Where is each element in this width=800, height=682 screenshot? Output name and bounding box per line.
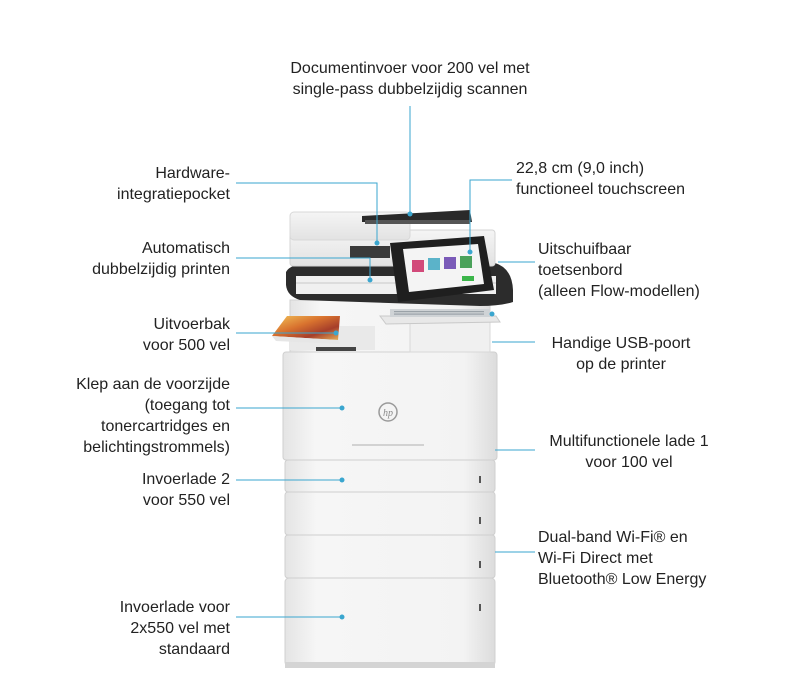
callout-wifi-line3: Bluetooth® Low Energy — [538, 571, 707, 588]
callout-output-line1: Uitvoerbak — [153, 316, 230, 333]
callout-tray2-line1: Invoerlade 2 — [141, 471, 230, 488]
callout-usb-line2: op de printer — [576, 356, 666, 373]
callout-usb-line1: Handige USB-poort — [551, 335, 691, 352]
callout-tray1-line2: voor 100 vel — [585, 454, 673, 471]
callout-front-line1: Klep aan de voorzijde — [76, 376, 230, 393]
callout-stand-line2: 2x550 vel met — [130, 620, 230, 637]
callout-stand-line3: standaard — [158, 641, 230, 658]
document-feeder — [362, 210, 472, 222]
callout-hip: Hardware- integratiepocket — [40, 163, 230, 205]
callout-output-line2: voor 500 vel — [142, 337, 230, 354]
tray-stand — [284, 577, 496, 667]
svg-text:hp: hp — [383, 408, 393, 419]
callout-wifi: Dual-band Wi-Fi® en Wi-Fi Direct met Blu… — [538, 527, 778, 590]
keyboard-tray — [379, 315, 501, 325]
callout-adf: Documentinvoer voor 200 vel met single-p… — [255, 58, 565, 100]
callout-duplex-line2: dubbelzijdig printen — [92, 261, 230, 278]
tray-2 — [284, 459, 496, 493]
callout-keyboard-line3: (alleen Flow-modellen) — [538, 283, 700, 300]
callout-lines — [236, 106, 535, 618]
callout-usb: Handige USB-poort op de printer — [536, 333, 706, 375]
tray-4 — [284, 534, 496, 579]
callout-tray2-line2: voor 550 vel — [142, 492, 230, 509]
callout-touch-line2: functioneel touchscreen — [516, 181, 685, 198]
output-page — [272, 316, 340, 340]
front-door — [282, 351, 498, 461]
callout-hip-line1: Hardware- — [155, 165, 230, 182]
callout-wifi-line1: Dual-band Wi-Fi® en — [538, 529, 688, 546]
callout-duplex: Automatisch dubbelzijdig printen — [40, 238, 230, 280]
hp-logo — [378, 402, 398, 422]
callout-keyboard-line2: toetsenbord — [538, 262, 623, 279]
callout-duplex-line1: Automatisch — [141, 240, 230, 257]
callout-keyboard-line1: Uitschuifbaar — [538, 241, 632, 258]
callout-hip-line2: integratiepocket — [117, 186, 230, 203]
callout-touch-line1: 22,8 cm (9,0 inch) — [516, 160, 645, 177]
callout-front-line4: belichtingstrommels) — [83, 439, 230, 456]
callout-front-line3: tonercartridges en — [101, 418, 230, 435]
callout-tray1: Multifunctionele lade 1 voor 100 vel — [534, 431, 724, 473]
callout-front-line2: (toegang tot — [144, 397, 230, 414]
callout-tray-stand: Invoerlade voor 2x550 vel met standaard — [40, 597, 230, 660]
tray-3 — [284, 491, 496, 536]
callout-touchscreen: 22,8 cm (9,0 inch) functioneel touchscre… — [516, 158, 776, 200]
callout-keyboard: Uitschuifbaar toetsenbord (alleen Flow-m… — [538, 239, 778, 302]
callout-tray1-line1: Multifunctionele lade 1 — [549, 433, 709, 450]
callout-adf-line2: single-pass dubbelzijdig scannen — [292, 81, 528, 98]
callout-stand-line1: Invoerlade voor — [119, 599, 230, 616]
callout-wifi-line2: Wi-Fi Direct met — [538, 550, 653, 567]
callout-front-door: Klep aan de voorzijde (toegang tot toner… — [20, 374, 230, 458]
callout-tray2: Invoerlade 2 voor 550 vel — [40, 469, 230, 511]
callout-dots — [333, 211, 495, 620]
callout-adf-line1: Documentinvoer voor 200 vel met — [290, 60, 530, 77]
callout-output: Uitvoerbak voor 500 vel — [40, 314, 230, 356]
